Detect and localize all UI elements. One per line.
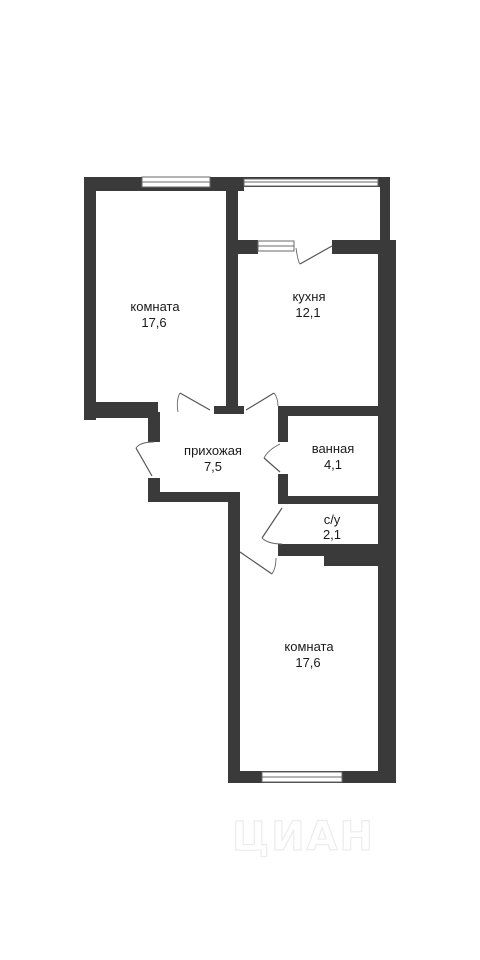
doors	[135, 245, 333, 575]
room-1-name: комната	[130, 299, 180, 314]
watermark-logo: ЦИАН	[232, 814, 375, 860]
toilet-area: 2,1	[323, 527, 341, 542]
kitchen-area: 12,1	[295, 305, 320, 320]
windows	[141, 176, 379, 783]
hallway-name: прихожая	[184, 443, 242, 458]
room-1-area: 17,6	[141, 315, 166, 330]
walls	[84, 177, 396, 783]
hallway-area: 7,5	[204, 459, 222, 474]
room-2-name: комната	[284, 639, 334, 654]
room-2-area: 17,6	[295, 655, 320, 670]
room-labels: комната 17,6 кухня 12,1 прихожая 7,5 ван…	[130, 289, 354, 670]
toilet-name: с/у	[324, 512, 341, 527]
bathroom-area: 4,1	[324, 457, 342, 472]
bathroom-name: ванная	[312, 441, 355, 456]
kitchen-name: кухня	[292, 289, 325, 304]
